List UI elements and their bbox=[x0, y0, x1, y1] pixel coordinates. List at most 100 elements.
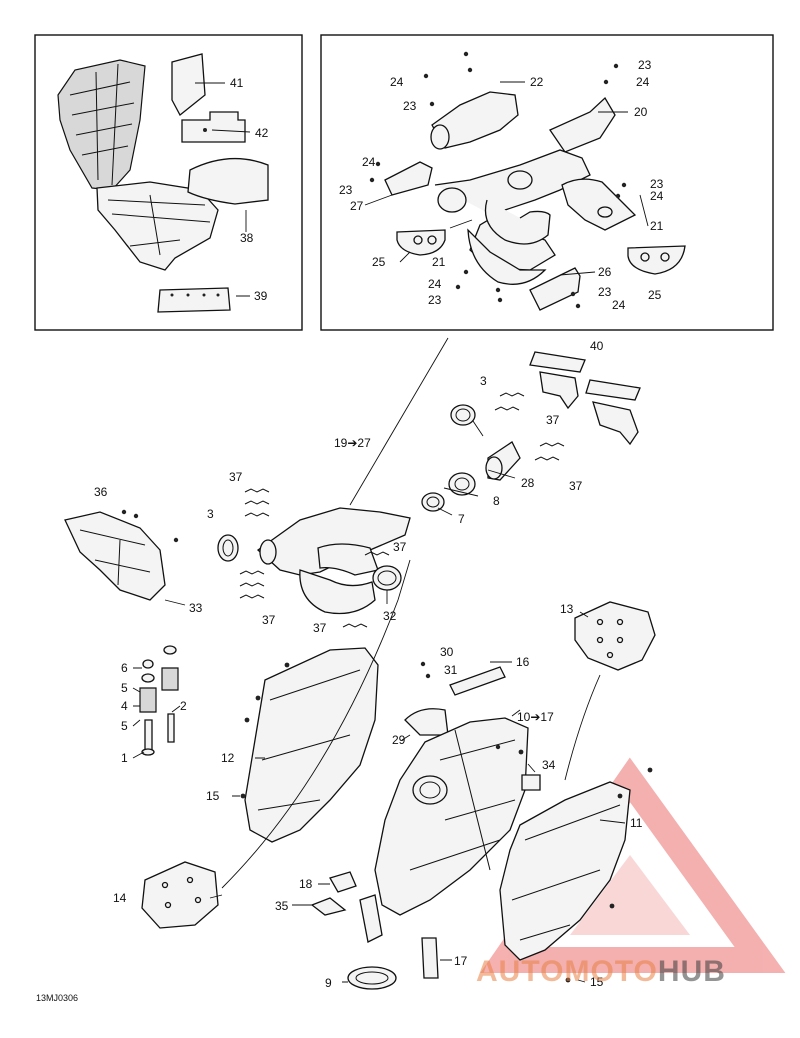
part-16-strip bbox=[449, 666, 506, 696]
callout-23: 23 bbox=[638, 58, 652, 72]
callout-28: 28 bbox=[521, 476, 535, 490]
callout-5: 5 bbox=[121, 681, 128, 695]
part-33-heatshield bbox=[64, 511, 166, 601]
part-7-seal bbox=[421, 492, 445, 512]
watermark-text-part1: AUTOMOTO bbox=[476, 955, 658, 988]
part-11-shield-right bbox=[499, 767, 653, 961]
callout-33: 33 bbox=[189, 601, 203, 615]
callout-37: 37 bbox=[229, 470, 243, 484]
callout-37: 37 bbox=[313, 621, 327, 635]
callout-10-17: 10➔17 bbox=[517, 710, 554, 724]
part-38-heatshield bbox=[187, 157, 269, 205]
part-rear-cover bbox=[57, 59, 219, 271]
callout-27: 27 bbox=[350, 199, 364, 213]
part-41-plate bbox=[171, 53, 206, 116]
callout-31: 31 bbox=[444, 663, 458, 677]
inset-bolts bbox=[369, 51, 627, 309]
callout-8: 8 bbox=[493, 494, 500, 508]
callout-25: 25 bbox=[372, 255, 386, 269]
callout-2: 2 bbox=[180, 699, 187, 713]
document-code: 13MJ0306 bbox=[36, 993, 79, 1003]
callout-15: 15 bbox=[590, 975, 604, 989]
callout-38: 38 bbox=[240, 231, 254, 245]
callout-37: 37 bbox=[569, 479, 583, 493]
callout-1: 1 bbox=[121, 751, 128, 765]
callout-29: 29 bbox=[392, 733, 406, 747]
part-mount-stud-left bbox=[139, 659, 157, 756]
part-26-bracket bbox=[529, 267, 581, 311]
springs-37 bbox=[239, 392, 565, 628]
callout-4: 4 bbox=[121, 699, 128, 713]
part-22-header-pipe bbox=[430, 91, 519, 150]
part-42-bracket bbox=[181, 111, 246, 143]
part-14-plate bbox=[141, 861, 219, 929]
inset-frame-right bbox=[320, 34, 774, 331]
callout-23: 23 bbox=[650, 177, 664, 191]
callout-13: 13 bbox=[560, 602, 574, 616]
callout-24: 24 bbox=[612, 298, 626, 312]
callout-21: 21 bbox=[432, 255, 446, 269]
callout-24: 24 bbox=[650, 189, 664, 203]
part-9-gasket bbox=[347, 966, 397, 990]
lower-bolts bbox=[420, 661, 571, 983]
callout-22: 22 bbox=[530, 75, 544, 89]
part-28-pipe bbox=[485, 441, 521, 481]
part-3-gasket-lower bbox=[217, 534, 239, 562]
callout-24: 24 bbox=[362, 155, 376, 169]
part-29-shield bbox=[404, 708, 449, 736]
callout-41: 41 bbox=[230, 76, 244, 90]
part-inset-muffler-body bbox=[434, 149, 591, 271]
callout-35: 35 bbox=[275, 899, 289, 913]
callout-25: 25 bbox=[648, 288, 662, 302]
callout-32: 32 bbox=[383, 609, 397, 623]
part-main-muffler bbox=[359, 717, 529, 943]
part-8-clamp bbox=[448, 472, 476, 496]
callout-24: 24 bbox=[428, 277, 442, 291]
part-39-gasket bbox=[157, 287, 231, 313]
watermark-text-part2: HUB bbox=[657, 955, 726, 988]
callout-9: 9 bbox=[325, 976, 332, 990]
callout-19-27: 19➔27 bbox=[334, 436, 371, 450]
callout-5: 5 bbox=[121, 719, 128, 733]
part-40-brackets bbox=[529, 351, 641, 446]
part-32-seal bbox=[372, 565, 402, 591]
callout-26: 26 bbox=[598, 265, 612, 279]
callout-14: 14 bbox=[113, 891, 127, 905]
callout-21: 21 bbox=[650, 219, 664, 233]
callout-23: 23 bbox=[403, 99, 417, 113]
callout-42: 42 bbox=[255, 126, 269, 140]
part-34-grommet bbox=[521, 774, 541, 791]
callout-3: 3 bbox=[207, 507, 214, 521]
part-25-plate-right bbox=[627, 245, 686, 275]
callout-18: 18 bbox=[299, 877, 313, 891]
callout-6: 6 bbox=[121, 661, 128, 675]
callout-24: 24 bbox=[636, 75, 650, 89]
part-25-plate-left bbox=[396, 229, 446, 256]
callout-37: 37 bbox=[546, 413, 560, 427]
callout-23: 23 bbox=[428, 293, 442, 307]
part-21-shield-lower bbox=[467, 228, 547, 285]
part-3-gasket-upper bbox=[450, 404, 476, 426]
part-21-shield-right bbox=[561, 178, 637, 231]
part-12-shield-left bbox=[240, 647, 379, 843]
inset-frame-left bbox=[34, 34, 303, 331]
callout-11: 11 bbox=[630, 816, 643, 830]
part-20-pipe bbox=[549, 96, 616, 153]
part-mount-stud-right bbox=[161, 645, 179, 743]
callout-37: 37 bbox=[393, 540, 407, 554]
callout-3: 3 bbox=[480, 374, 487, 388]
part-18-bracket bbox=[329, 871, 357, 893]
upper-bolts bbox=[121, 509, 179, 543]
callout-36: 36 bbox=[94, 485, 108, 499]
watermark-text: AUTOMOTOHUB bbox=[476, 955, 726, 989]
callout-40: 40 bbox=[590, 339, 604, 353]
callout-7: 7 bbox=[458, 512, 465, 526]
callout-39: 39 bbox=[254, 289, 268, 303]
part-17-strip bbox=[421, 937, 439, 979]
callout-20: 20 bbox=[634, 105, 648, 119]
callout-34: 34 bbox=[542, 758, 556, 772]
part-main-header-assembly bbox=[256, 507, 411, 615]
callout-17: 17 bbox=[454, 954, 468, 968]
callout-37: 37 bbox=[262, 613, 276, 627]
